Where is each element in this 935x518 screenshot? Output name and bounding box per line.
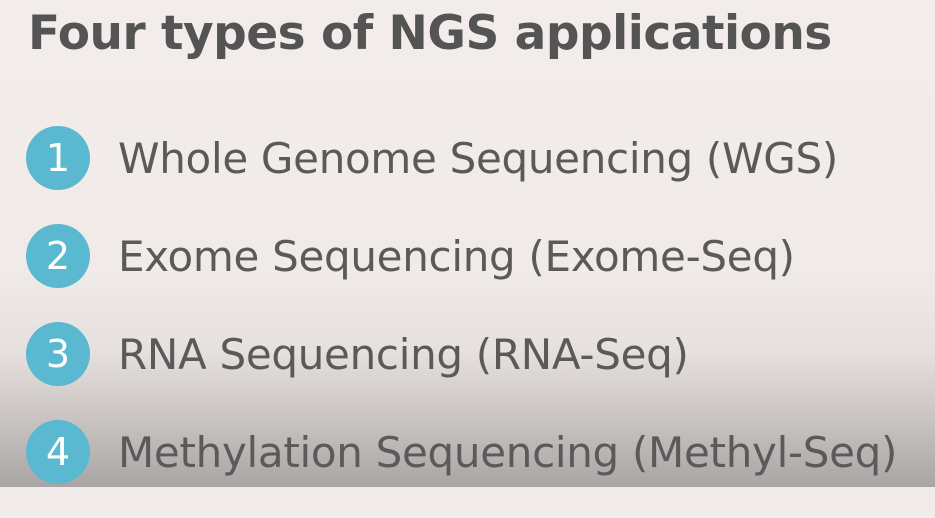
list-item: 2 Exome Sequencing (Exome-Seq) <box>26 224 897 288</box>
slide-title: Four types of NGS applications <box>28 6 832 61</box>
number-badge: 1 <box>26 126 90 190</box>
number-badge: 3 <box>26 322 90 386</box>
number-badge: 2 <box>26 224 90 288</box>
item-label: Exome Sequencing (Exome-Seq) <box>118 231 795 281</box>
item-label: Whole Genome Sequencing (WGS) <box>118 133 838 183</box>
item-label: RNA Sequencing (RNA-Seq) <box>118 329 689 379</box>
slide: Four types of NGS applications 1 Whole G… <box>0 0 935 487</box>
list-item: 4 Methylation Sequencing (Methyl-Seq) <box>26 420 897 484</box>
list-item: 1 Whole Genome Sequencing (WGS) <box>26 126 897 190</box>
list-item: 3 RNA Sequencing (RNA-Seq) <box>26 322 897 386</box>
application-list: 1 Whole Genome Sequencing (WGS) 2 Exome … <box>26 126 897 518</box>
item-label: Methylation Sequencing (Methyl-Seq) <box>118 427 898 477</box>
number-badge: 4 <box>26 420 90 484</box>
